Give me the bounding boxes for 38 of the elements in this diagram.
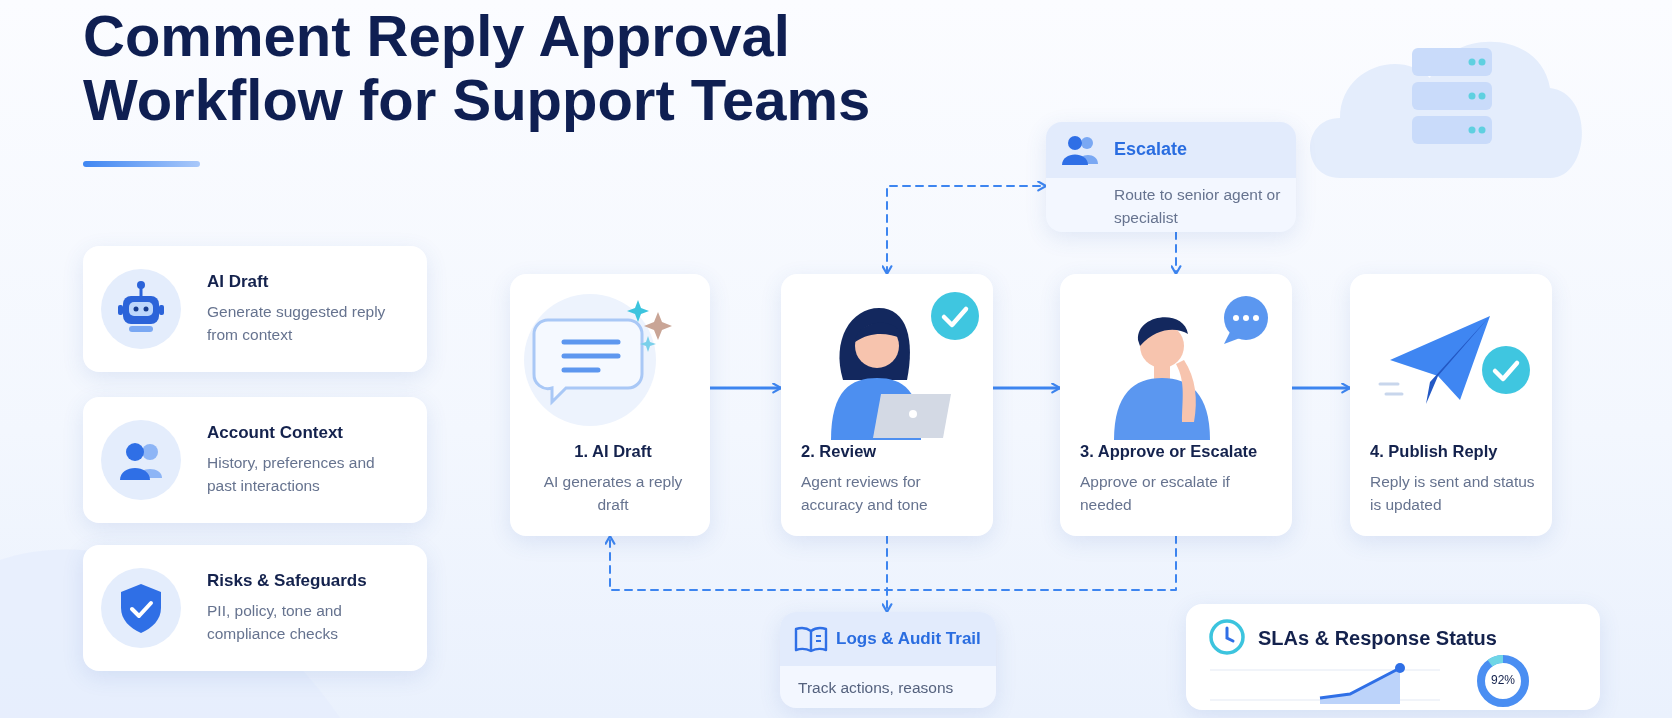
info-card (83, 397, 427, 523)
logs-card (780, 612, 996, 708)
card-description: Route to senior agent or specialist (1114, 185, 1282, 229)
percentage-value: 92% (1490, 673, 1516, 688)
card-heading: AI Draft (207, 272, 270, 293)
arrow (708, 382, 783, 394)
escalate-card (1046, 122, 1296, 232)
step-heading: 4. Publish Reply (1370, 442, 1499, 462)
card-heading: Logs & Audit Trail (836, 629, 981, 650)
card-heading: Escalate (1114, 139, 1188, 161)
dashed-arrow (881, 180, 1048, 276)
title: Comment Reply Approval Workflow for Support Teams (83, 4, 872, 132)
step-heading: 2. Review (801, 442, 878, 462)
arrow (991, 382, 1062, 394)
step-card (1350, 274, 1552, 536)
card-description: Generate suggested reply from context (207, 302, 387, 346)
card-description: Track actions, reasons (798, 678, 954, 698)
step-description: Agent reviews for accuracy and tone (801, 472, 929, 516)
info-card (83, 246, 427, 372)
card-heading: Risks & Safeguards (207, 571, 368, 592)
arrow (1290, 382, 1352, 394)
dashed-arrow (604, 534, 1177, 591)
step-heading: 1. AI Draft (573, 442, 653, 462)
card-description: PII, policy, tone and compliance checks (207, 601, 343, 645)
step-description: Approve or escalate if needed (1080, 472, 1231, 516)
step-description: AI generates a reply draft (542, 472, 684, 516)
status-card (1186, 604, 1600, 710)
dashed-arrow (881, 535, 893, 614)
step-card (510, 274, 710, 536)
step-heading: 3. Approve or Escalate (1080, 442, 1259, 462)
card-heading: SLAs & Response Status (1258, 626, 1497, 650)
step-card (1060, 274, 1292, 536)
step-description: Reply is sent and status is updated (1370, 472, 1536, 516)
info-card (83, 545, 427, 671)
step-card (781, 274, 993, 536)
card-heading: Account Context (207, 423, 344, 444)
dashed-arrow (1170, 231, 1182, 276)
card-description: History, preferences and past interactions (207, 453, 376, 497)
